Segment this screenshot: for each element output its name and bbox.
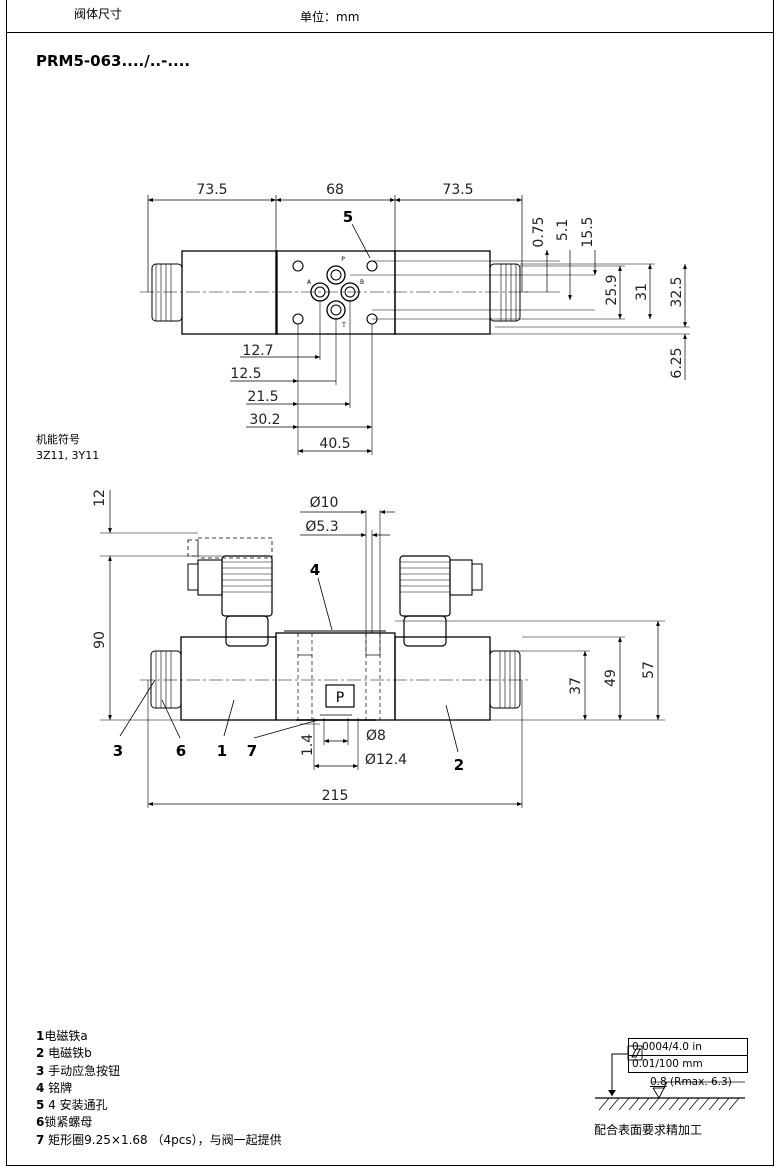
port-t [326, 300, 346, 320]
symbol-label: 机能符号 [36, 433, 80, 446]
dim-49: 49 [603, 669, 619, 687]
dim-12-7: 12.7 [242, 343, 273, 359]
port-label-b: B [360, 279, 364, 286]
dim-90: 90 [92, 631, 108, 649]
dim-25-9: 25.9 [604, 274, 620, 305]
surface-caption: 配合表面要求精加工 [594, 1123, 703, 1137]
dim-5-1: 5.1 [555, 219, 571, 241]
callout-1: 1 [217, 742, 227, 760]
drawing-frame [6, 0, 774, 1166]
front-left-solenoid [180, 636, 277, 721]
dim-12: 12 [92, 489, 108, 507]
legend-item: 3 手动应急按钮 [36, 1063, 121, 1078]
dim-57: 57 [641, 661, 657, 679]
dim-40-5: 40.5 [319, 436, 350, 452]
dim-dia-10: Ø10 [310, 495, 339, 511]
mount-hole [292, 260, 304, 272]
dim-dia-12-4: Ø12.4 [365, 752, 407, 768]
tolerance-metric: 0.01/100 mm [629, 1055, 747, 1072]
roughness-label: 0.8 (Rmax. 6.3) [650, 1076, 732, 1088]
callout-7: 7 [247, 742, 257, 760]
dim-21-5: 21.5 [247, 389, 278, 405]
dim-12-5: 12.5 [230, 366, 261, 382]
callout-2: 2 [454, 756, 464, 774]
header-title: 阀体尺寸 [74, 7, 123, 21]
mount-hole [292, 313, 304, 325]
right-solenoid-body [394, 250, 491, 335]
left-knob [151, 263, 183, 322]
dim-dia-5-3: Ø5.3 [305, 519, 338, 535]
left-solenoid-body [181, 250, 278, 335]
legend-item: 4 铭牌 [36, 1080, 73, 1095]
callout-4: 4 [310, 561, 320, 579]
callout-3: 3 [113, 742, 123, 760]
callout-6: 6 [176, 742, 186, 760]
dim-width-left: 73.5 [196, 182, 227, 198]
dim-15-5: 15.5 [580, 216, 596, 247]
symbol-block: 机能符号 3Z11, 3Y11 [36, 432, 99, 464]
dim-32-5: 32.5 [669, 276, 685, 307]
nameplate-p [325, 684, 355, 708]
dim-1-4: 1.4 [300, 734, 316, 756]
nameplate-label: P [336, 690, 344, 706]
dim-width-mid: 68 [326, 182, 344, 198]
model-code: PRM5-063..../..-.... [36, 52, 191, 70]
header-unit: 单位：mm [300, 10, 360, 24]
tolerance-box: 0.0004/4.0 in 0.01/100 mm [628, 1038, 748, 1073]
legend-item: 6锁紧螺母 [36, 1115, 93, 1130]
dim-31: 31 [634, 283, 650, 301]
mount-hole [366, 260, 378, 272]
legend: 1电磁铁a 2 电磁铁b 3 手动应急按钮 4 铭牌 5 4 安装通孔 6锁紧螺… [36, 1028, 282, 1149]
legend-item: 5 4 安装通孔 [36, 1098, 108, 1113]
dim-6-25: 6.25 [669, 347, 685, 378]
dim-37: 37 [568, 677, 584, 695]
dim-total-215: 215 [322, 788, 349, 804]
port-p [326, 265, 346, 285]
symbol-codes: 3Z11, 3Y11 [36, 449, 100, 462]
header-divider [6, 32, 774, 33]
legend-item: 7 矩形圈9.25×1.68 （4pcs），与阀一起提供 [36, 1132, 282, 1147]
callout-5: 5 [343, 208, 353, 226]
port-label-p: P [341, 256, 345, 263]
tolerance-imperial: 0.0004/4.0 in [632, 1041, 702, 1053]
legend-item: 2 电磁铁b [36, 1046, 92, 1061]
dim-0-75: 0.75 [531, 216, 547, 247]
top-view [140, 195, 690, 455]
dim-width-right: 73.5 [442, 182, 473, 198]
front-view [100, 490, 665, 808]
dim-30-2: 30.2 [249, 412, 280, 428]
surface-finish-symbol [595, 1045, 745, 1111]
front-right-solenoid [394, 636, 491, 721]
legend-item: 1电磁铁a [36, 1029, 88, 1043]
right-knob [489, 263, 521, 322]
port-label-a: A [307, 279, 312, 286]
dim-dia-8: Ø8 [366, 728, 386, 744]
port-label-t: T [341, 322, 346, 329]
